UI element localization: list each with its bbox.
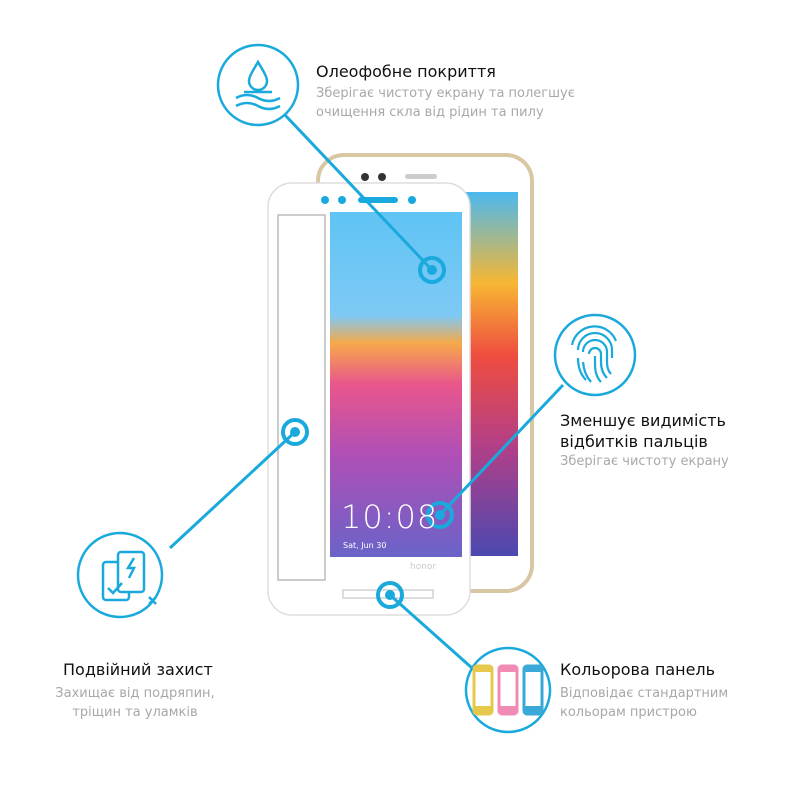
fingerprint-icon bbox=[553, 313, 637, 397]
feature-title-color: Кольорова панель bbox=[560, 660, 716, 679]
desc-line: Зберігає чистоту екрану та полегшує bbox=[316, 86, 575, 101]
callout-line-fingerprint bbox=[438, 383, 565, 517]
lockscreen-time: 10:08 bbox=[341, 498, 439, 536]
desc-line: кольорам пристрою bbox=[560, 705, 697, 720]
callout-line-double bbox=[168, 430, 297, 550]
brand-logo: honor bbox=[410, 562, 437, 572]
feature-title-oleophobic: Олеофобне покриття bbox=[316, 62, 496, 81]
lockscreen-date: Sat, Jun 30 bbox=[343, 541, 387, 550]
feature-title-fingerprint: Зменшує видимість відбитків пальців bbox=[560, 410, 726, 452]
desc-line: Відповідає стандартним bbox=[560, 686, 729, 701]
feature-desc-oleophobic: Зберігає чистоту екрану та полегшує очищ… bbox=[316, 84, 575, 122]
desc-line: тріщин та уламків bbox=[72, 705, 198, 720]
title-line: Зменшує видимість bbox=[560, 411, 726, 430]
feature-desc-double: Захищає від подряпин, тріщин та уламків bbox=[55, 684, 215, 722]
target-dot bbox=[426, 501, 454, 529]
target-dot bbox=[376, 581, 404, 609]
feature-desc-fingerprint: Зберігає чистоту екрану bbox=[560, 454, 729, 469]
target-dot bbox=[281, 418, 309, 446]
double-protection-icon bbox=[76, 531, 164, 619]
callout-line-oleophobic bbox=[283, 113, 434, 272]
desc-line: очищення скла від рідин та пилу bbox=[316, 105, 544, 120]
callout-line-color bbox=[389, 593, 473, 670]
title-line: відбитків пальців bbox=[560, 432, 708, 451]
target-dot bbox=[418, 256, 446, 284]
feature-desc-color: Відповідає стандартним кольорам пристрою bbox=[560, 684, 728, 722]
color-panel-icon bbox=[464, 646, 552, 734]
desc-line: Захищає від подряпин, bbox=[55, 686, 215, 701]
water-drop-icon bbox=[216, 43, 300, 127]
feature-title-double: Подвійний захист bbox=[63, 660, 213, 679]
screen-protector bbox=[267, 182, 471, 616]
